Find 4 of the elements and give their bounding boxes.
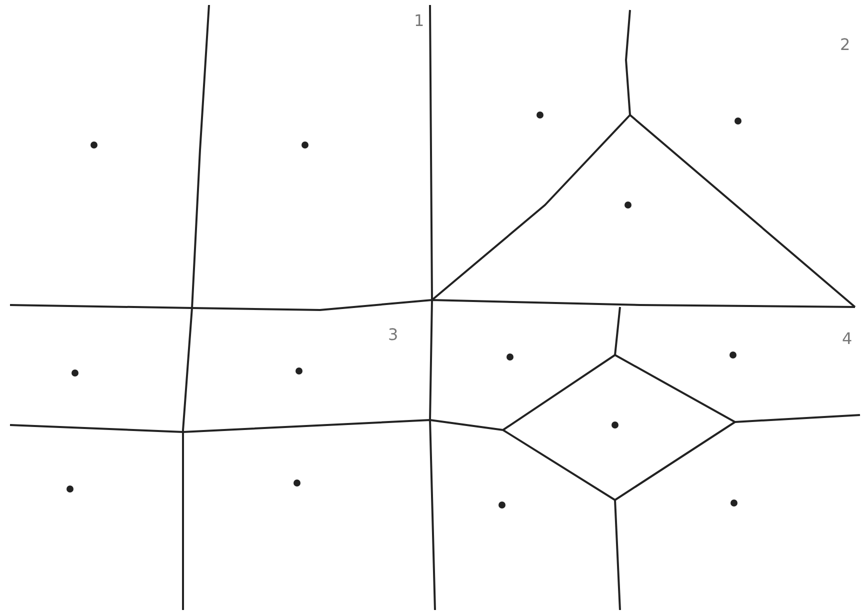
vertex-number: 1	[414, 12, 424, 30]
vertex-number: 2	[840, 36, 850, 54]
vertex-number: 4	[842, 330, 852, 348]
vertex-number: 3	[388, 326, 398, 344]
